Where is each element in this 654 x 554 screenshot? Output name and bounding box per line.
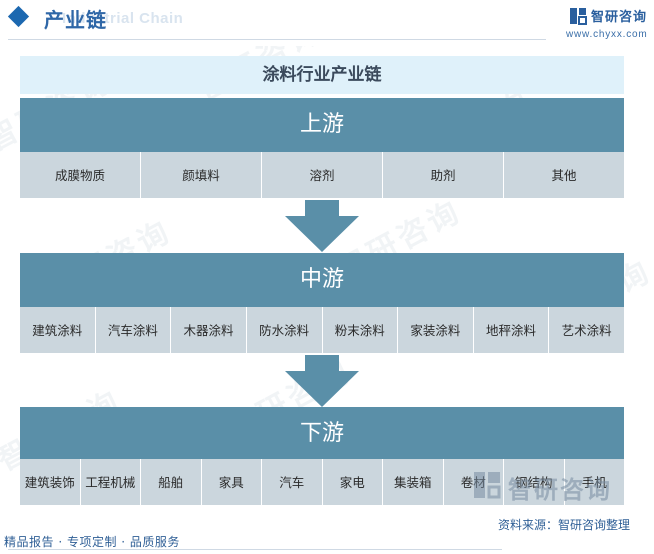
stage-item: 集装箱 <box>383 459 444 505</box>
stage-item: 成膜物质 <box>20 152 141 198</box>
brand-url: www.chyxx.com <box>566 29 648 40</box>
stage-item: 手机 <box>581 474 607 490</box>
stage-row-downstream: 建筑装饰 工程机械 船舶 家具 汽车 家电 集装箱 卷材 钢结构 手机 <box>20 459 624 505</box>
stage-item: 粉末涂料 <box>323 307 399 353</box>
diagram-title: 涂料行业产业链 <box>20 56 624 94</box>
stage-header-upstream: 上游 <box>20 98 624 152</box>
stage-item: 工程机械 <box>81 459 141 505</box>
page-title: 产业链 <box>44 8 107 32</box>
down-arrow-icon <box>285 355 359 407</box>
stage-item: 溶剂 <box>262 152 383 198</box>
stage-item: 地秤涂料 <box>474 307 550 353</box>
stage-item: 艺术涂料 <box>561 322 612 338</box>
brand-name: 智研咨询 <box>591 10 648 25</box>
stage-item: 家装涂料 <box>398 307 474 353</box>
brand-logo-icon <box>570 8 587 25</box>
stage-item: 汽车涂料 <box>96 307 172 353</box>
footer-logo-text: 智研咨询 <box>508 476 612 504</box>
stage-item: 建筑涂料 <box>20 307 96 353</box>
footer-divider <box>8 549 502 550</box>
page-header: Industrial Chain 产业链 智研咨询 www.chyxx.com <box>0 0 654 46</box>
stage-item: 助剂 <box>383 152 504 198</box>
stage-item: 汽车 <box>262 459 323 505</box>
stage-row-midstream: 建筑涂料 汽车涂料 木器涂料 防水涂料 粉末涂料 家装涂料 地秤涂料 艺术涂料 <box>20 307 624 353</box>
stage-item: 防水涂料 <box>247 307 323 353</box>
page-title-ghost: Industrial Chain <box>62 10 184 27</box>
footer-logo: 智研咨询 <box>472 468 652 504</box>
down-arrow-icon <box>285 200 359 252</box>
stage-item: 钢结构 <box>504 459 565 505</box>
stage-item: 颜填料 <box>141 152 262 198</box>
stage-item: 其他 <box>551 167 577 183</box>
stage-item: 家电 <box>323 459 383 505</box>
stage-item: 木器涂料 <box>171 307 247 353</box>
stage-item: 船舶 <box>141 459 202 505</box>
stage-row-upstream: 成膜物质 颜填料 溶剂 助剂 其他 <box>20 152 624 198</box>
stage-item: 家具 <box>202 459 262 505</box>
footer-services: 精品报告 · 专项定制 · 品质服务 <box>4 535 180 549</box>
stage-item: 建筑装饰 <box>20 459 81 505</box>
diamond-icon <box>7 5 30 28</box>
stage-header-downstream: 下游 <box>20 407 624 461</box>
brand-logo-icon <box>474 472 501 499</box>
header-divider <box>8 39 546 40</box>
source-note: 资料来源：智研咨询整理 <box>498 518 631 532</box>
stage-header-midstream: 中游 <box>20 253 624 307</box>
